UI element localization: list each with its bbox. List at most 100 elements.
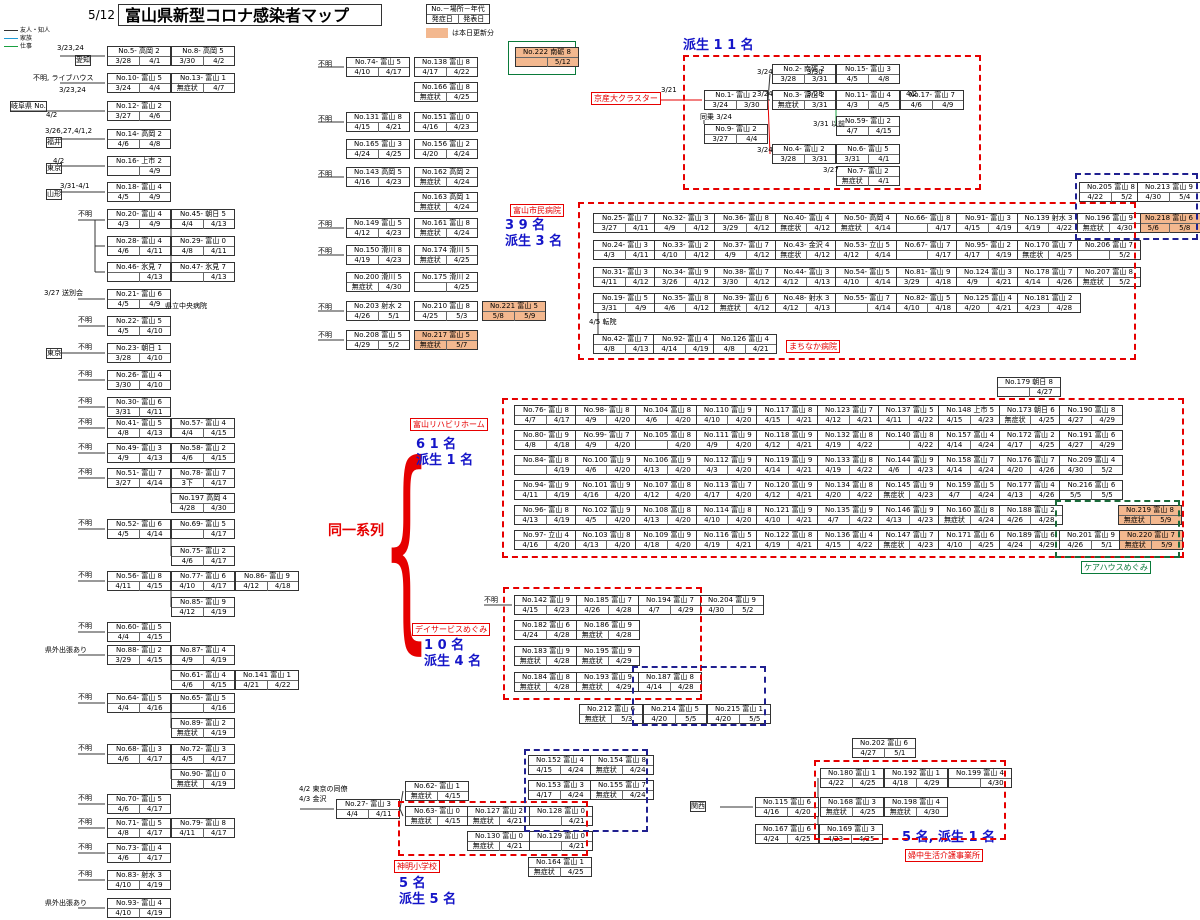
today-key-label: は本日更新分 [452,29,494,37]
cluster-frame [524,749,648,832]
annotation: 4/2 東京の同僚 [299,785,348,793]
annotation: 3/30 [807,68,823,76]
key-announce: 発表日 [463,15,485,23]
annotation: 不明 [78,370,92,378]
same-series-label: 同一系列 [328,523,384,539]
cluster-label: まちなか病院 [786,340,840,353]
today-swatch [426,28,448,38]
key-line1: No.－場所－年代 [431,5,485,13]
cluster-label: 神明小学校 [394,860,440,873]
annotation: 東京 [46,163,62,174]
annotation: 不明 [78,571,92,579]
cluster-frame [1055,500,1180,558]
connector-line [767,99,771,155]
annotation: 3/26,27,4/1,2 [45,127,93,135]
annotation: 不明 [78,818,92,826]
cluster-count: 5 名 [399,876,426,891]
annotation: 4/5 転院 [589,318,617,326]
annotation: 4/3 金沢 [299,795,327,803]
cluster-count: 派生 1 1 名 [683,38,754,53]
annotation: 愛知 [75,55,91,66]
key-onset: 発症日 [427,15,459,24]
cluster-label: 婦中生活介護事業所 [905,849,983,862]
annotation: 3/21 [661,86,677,94]
annotation: 関西 [690,801,706,812]
annotation: 不明 [78,744,92,752]
annotation: 不明 [318,115,332,123]
annotation: 不明 [78,418,92,426]
annotation: 不明 [78,622,92,630]
cluster-label: ケアハウスめぐみ [1081,561,1151,574]
annotation: 山形 [46,189,62,200]
cluster-label: 京産大クラスター [591,92,661,105]
annotation: 3/24 [757,146,773,154]
cluster-count: 5 名, 派生 1 名 [902,830,996,845]
cluster-count: 1 0 名 [424,638,465,653]
annotation: 県外出張あり [45,646,87,654]
